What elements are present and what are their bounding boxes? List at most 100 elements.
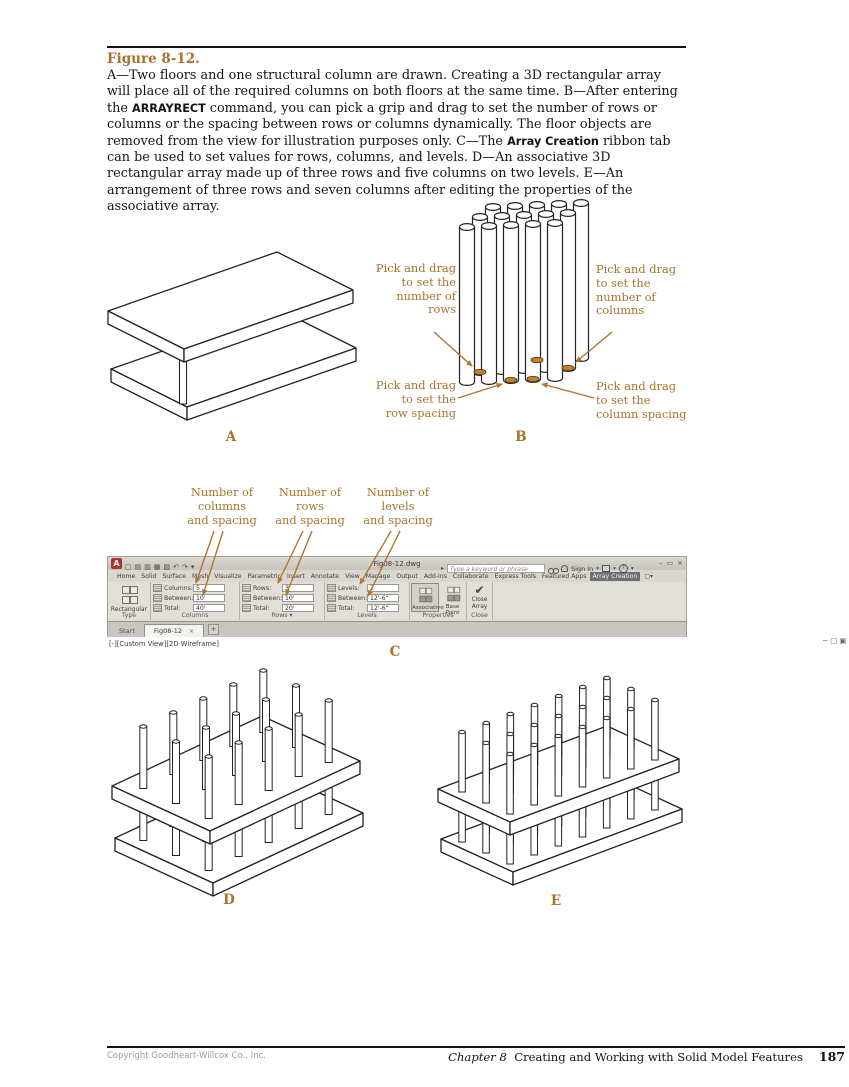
cart-icon[interactable] [602,565,611,572]
chevron-down-icon[interactable]: ▾ [613,565,616,572]
tab-add-ins[interactable]: Add-ins [423,572,447,580]
annotation-number-of-rows: Pick and drag to set the number of rows [375,261,456,317]
base-point-label: Base Point [445,604,460,616]
columns-field-icon [153,594,162,602]
viewport-label[interactable]: [-][Custom View][2D Wireframe] [109,640,219,648]
tab-annotate[interactable]: Annotate [310,572,340,580]
qat-icon-6-icon[interactable]: ↷ [182,563,188,571]
tab-express-tools[interactable]: Express Tools [494,572,536,580]
caption-segment: Array Creation [507,134,599,148]
tab-featured-apps[interactable]: Featured Apps [541,572,587,580]
field-input-between-[interactable]: 12'-6" [367,594,399,602]
grip-marker[interactable] [561,364,575,372]
page-number: 187 [818,1049,845,1064]
chevron-down-icon[interactable]: ▾ [596,565,600,572]
tab-array-creation[interactable]: Array Creation [589,571,641,581]
panel-footer-levels[interactable]: Levels [357,612,377,619]
field-input-between-[interactable]: 10' [282,594,314,602]
qat-icon-1-icon[interactable]: ▤ [134,563,142,571]
tab-output[interactable]: Output [396,572,418,580]
file-tab-close-icon[interactable]: × [188,628,195,635]
field-row: Between:10' [240,593,324,603]
associative-button[interactable]: Associative [411,583,444,612]
tab-home[interactable]: Home [117,572,136,580]
field-row: Levels: 2 [325,583,409,593]
field-input-rows-[interactable]: 3 [282,584,314,592]
annotation-columns-spacing: Number of columns and spacing [187,485,257,527]
viewport-minimize-icon[interactable]: − [822,636,829,645]
levels-field-icon [327,594,336,602]
tab-collaborate[interactable]: Collaborate [452,572,489,580]
new-tab-button[interactable]: + [208,624,220,635]
squares-icon [446,586,460,602]
field-label: Between: [164,594,194,602]
tab-solid[interactable]: Solid [141,572,157,580]
search-arrow-icon[interactable]: ▸ [441,565,445,572]
caption-segment: A—Two floors and one structural column a… [107,68,678,116]
qat-icon-3-icon[interactable]: ▦ [153,563,161,571]
tab-view[interactable]: View [345,572,360,580]
qat-icon-7-icon[interactable]: ▾ [190,563,195,571]
viewport-close-icon[interactable]: ▣ [839,636,847,645]
help-icon[interactable]: ? [618,564,628,573]
field-input-total-[interactable]: 40' [193,604,225,612]
grip-marker[interactable] [473,368,487,376]
rows-field-icon [242,584,251,592]
tab-visualize[interactable]: Visualize [214,572,242,580]
field-label: Between: [338,594,368,602]
window-close-icon[interactable]: × [677,559,683,567]
figure-caption: A—Two floors and one structural column a… [107,68,687,216]
tab-surface[interactable]: Surface [162,572,186,580]
qat-icon-2-icon[interactable]: ▥ [144,563,151,571]
field-label: Columns: [164,584,194,592]
annotation-column-spacing: Pick and drag to set the column spacing [596,379,687,421]
chevron-down-icon[interactable]: ▾ [630,565,634,572]
panel-footer-rows[interactable]: Rows ▾ [271,612,293,619]
caption-segment: ARRAYRECT [132,101,206,115]
document-title: Fig08-12.dwg [373,559,421,568]
workspace-switcher[interactable]: ▢▾ [644,572,654,580]
file-tab-start[interactable]: Start [119,627,135,635]
window-minimize-icon[interactable]: – [659,559,663,567]
tab-parametric[interactable]: Parametric [247,572,282,580]
panel-footer-close[interactable]: Close [471,612,488,619]
base-point-button[interactable]: Base Point [440,583,465,616]
field-row: Total:20' [240,603,324,613]
close-array-button[interactable]: Close Array [471,597,488,610]
field-input-total-[interactable]: 20' [282,604,314,612]
field-input-columns-[interactable]: 5 [193,584,225,592]
panel-footer-properties[interactable]: Properties [422,612,454,619]
qat-icon-0-icon[interactable]: ▢ [125,563,132,571]
panel-footer-type[interactable]: Type [121,612,137,619]
autocad-logo-icon[interactable]: A [111,558,122,569]
field-input-between-[interactable]: 10' [193,594,225,602]
viewport-restore-icon[interactable]: ▢ [830,636,838,645]
qat-icon-4-icon[interactable]: ▧ [163,563,171,571]
grip-marker[interactable] [504,376,518,384]
subfigure-label-e: E [550,893,562,909]
subfigure-label-c: C [389,644,401,660]
field-label: Levels: [338,584,360,592]
qat-icon-5-icon[interactable]: ↶ [173,563,179,571]
search-binoculars-icon[interactable] [548,559,560,578]
tab-manage[interactable]: Manage [365,572,391,580]
file-tab-active[interactable]: Fig08-12 × [143,624,205,637]
sign-in-button[interactable]: Sign In [571,564,594,573]
grip-marker[interactable] [530,356,544,364]
window-restore-icon[interactable]: ▭ [666,559,674,567]
field-input-levels-[interactable]: 2 [367,584,399,592]
columns-field-icon [153,584,162,592]
file-tab-label: Fig08-12 [153,627,182,635]
viewport-bar: [-][Custom View][2D Wireframe] [107,637,687,652]
field-input-total-[interactable]: 12'-6" [367,604,399,612]
titlebar: A ▢▤▥▦▧↶↷▾ Fig08-12.dwg ▸ Type a keyword… [107,556,687,574]
grip-marker[interactable] [526,375,540,383]
tab-insert[interactable]: Insert [287,572,305,580]
viewport-controls: −▢▣ [820,636,846,645]
panel-footer-columns[interactable]: Columns [181,612,209,619]
user-icon [561,565,569,572]
search-input[interactable]: Type a keyword or phrase [447,564,546,573]
